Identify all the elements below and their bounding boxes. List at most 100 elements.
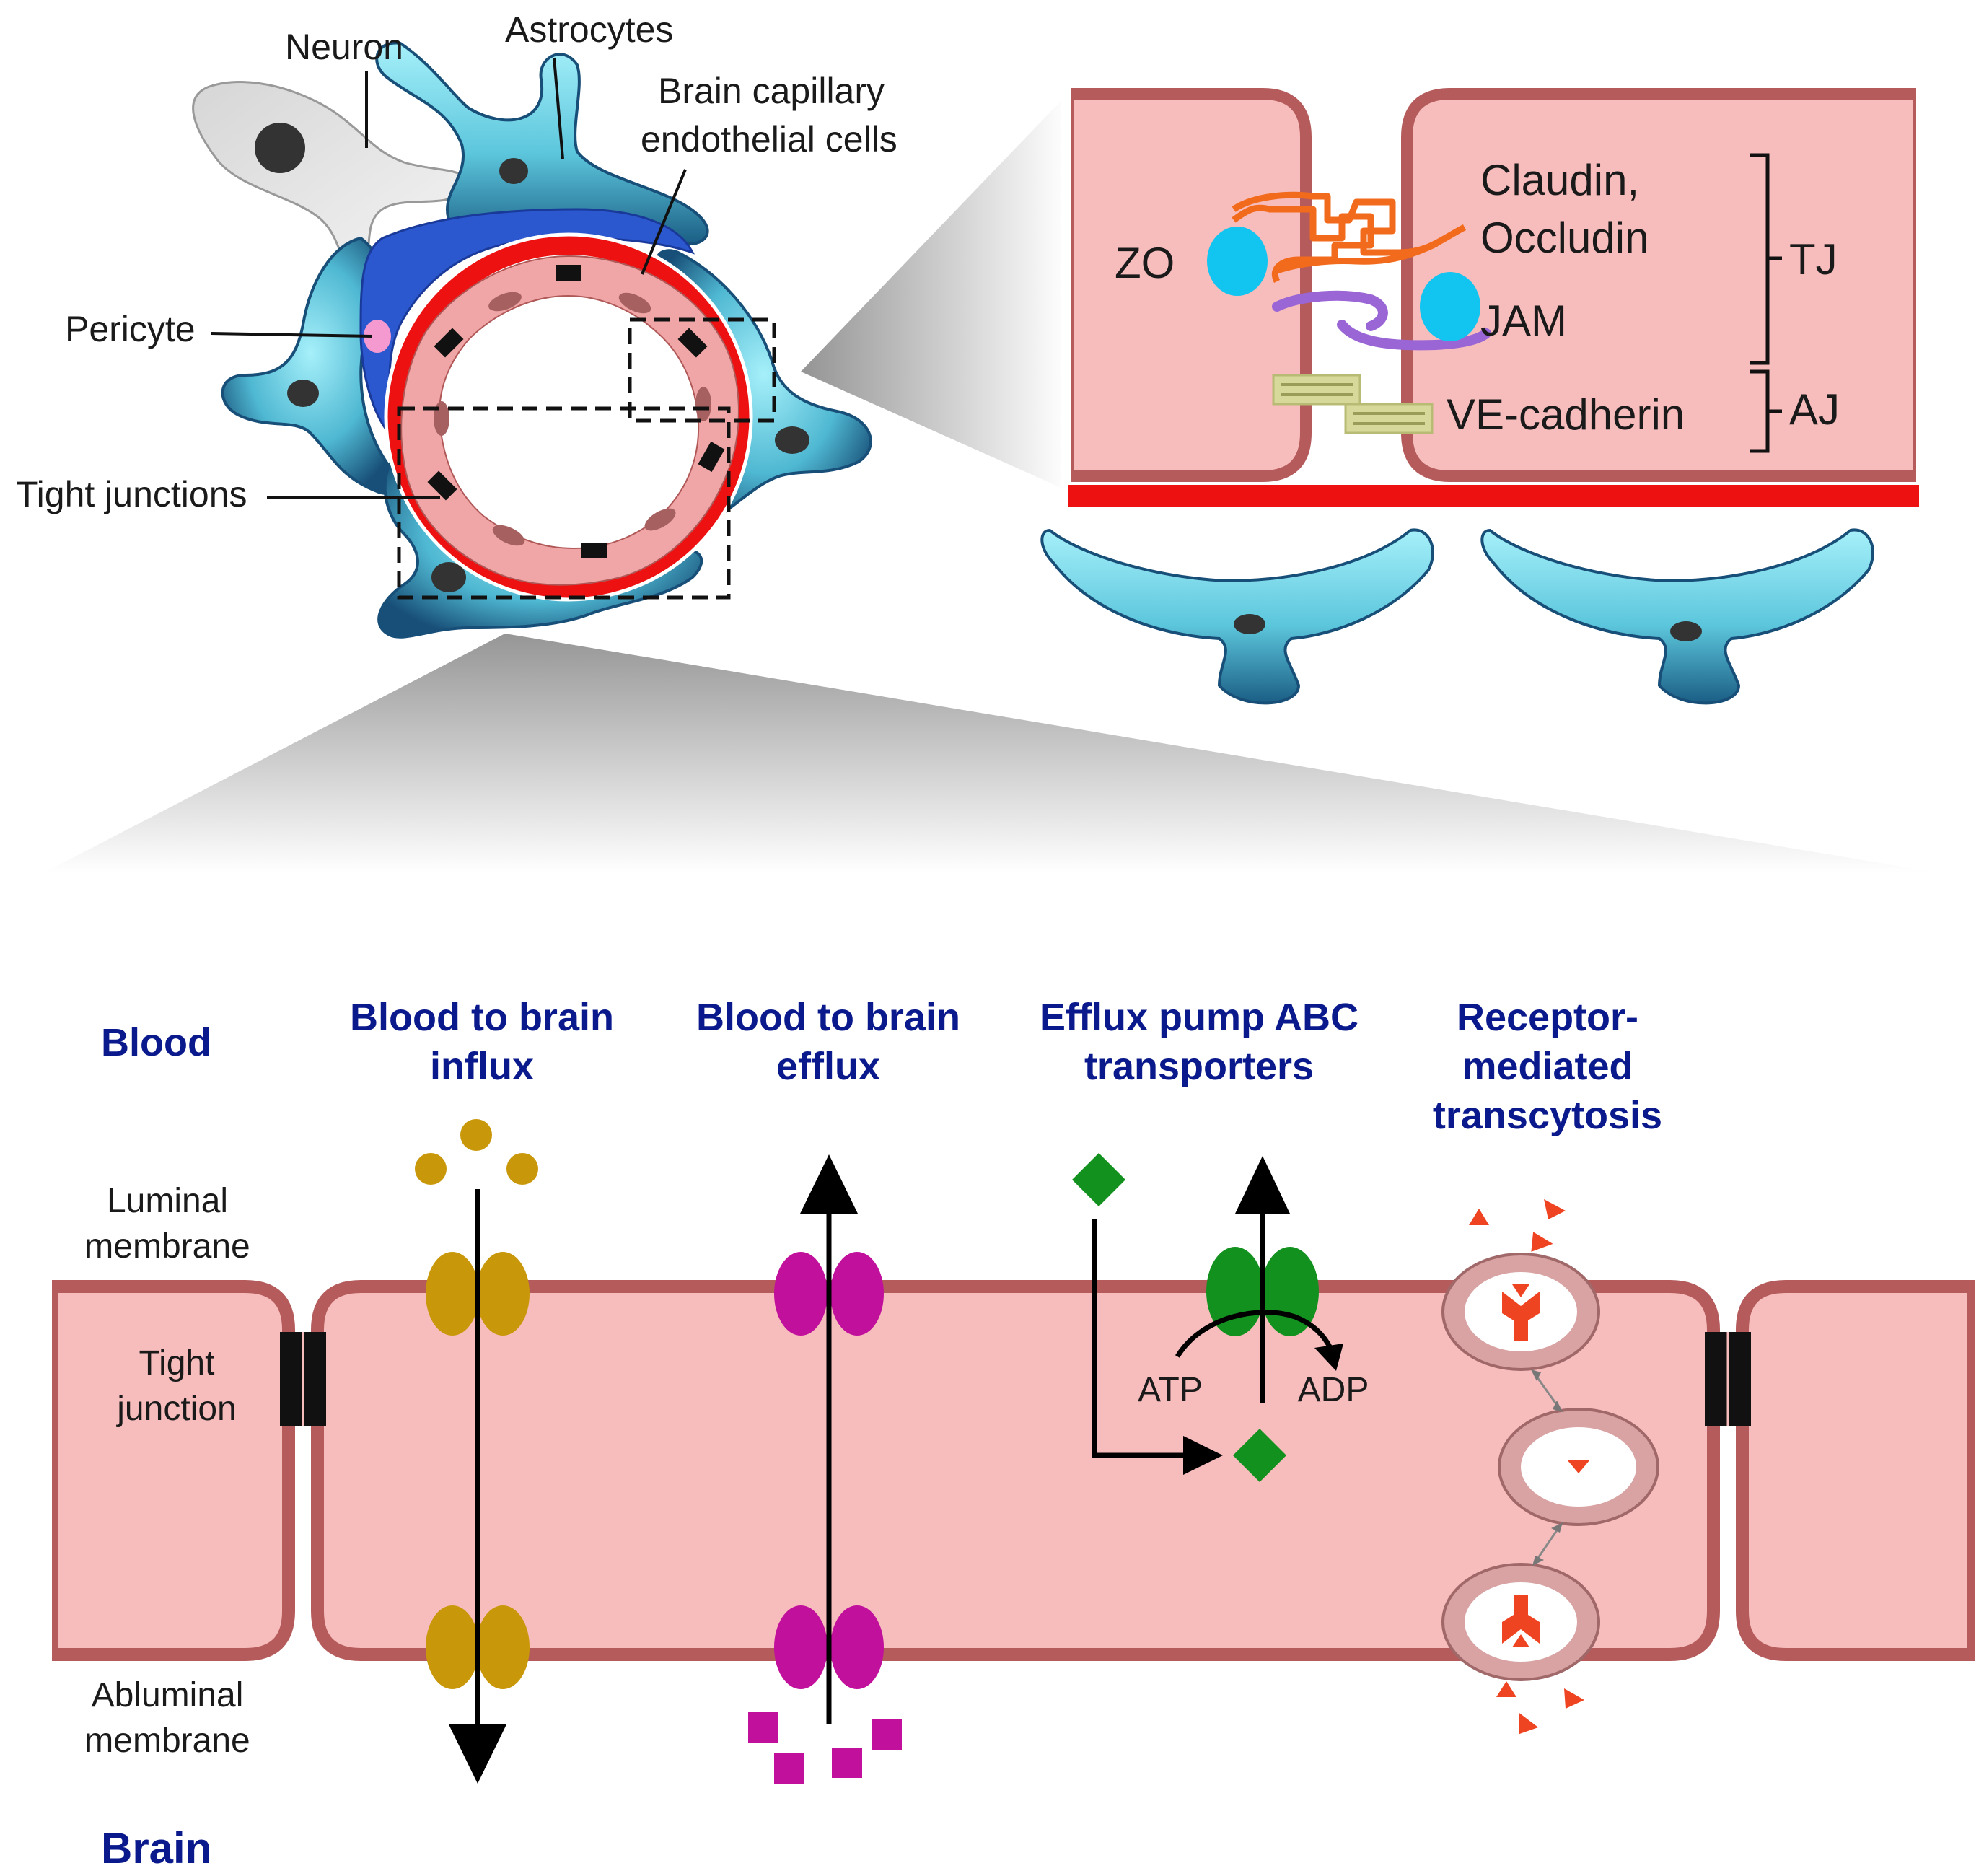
endothelial-cell-right-edge [1736, 1280, 1980, 1661]
zo-protein [1420, 272, 1480, 341]
leader-pericyte [210, 332, 372, 338]
endothelial-nucleus [644, 508, 676, 531]
capillary-cross-section: Neuron Astrocytes Brain capillary endoth… [16, 9, 897, 639]
abc-path-arrowhead [1183, 1436, 1223, 1475]
astrocyte-top [375, 41, 709, 245]
transport-panel: Blood Brain Luminal membrane Tight junct… [43, 996, 1984, 1872]
efflux-transporter [830, 1252, 884, 1336]
jam-strand [1337, 320, 1491, 351]
abc-substrate [1233, 1429, 1286, 1482]
astrocyte-nucleus [1234, 614, 1265, 634]
endothelial-layer [400, 255, 739, 586]
influx-solute [460, 1119, 492, 1151]
rmt-traffic-arrow [1535, 1527, 1560, 1561]
astrocyte-endfoot-left [1040, 528, 1434, 705]
label-tj: TJ [1789, 235, 1838, 284]
label-pericyte: Pericyte [65, 309, 196, 349]
claudin-occludin-strand [1232, 204, 1374, 284]
endothelial-cell-left [1062, 88, 1312, 482]
zoom-cone-bottom [43, 634, 1941, 873]
endothelial-cell-left-edge [45, 1280, 295, 1661]
rmt-receptor [1502, 1292, 1540, 1341]
rmt-traffic-arrow [1534, 1374, 1560, 1408]
influx-transporter [426, 1605, 479, 1689]
rmt-ligand [1469, 1209, 1489, 1225]
heading-efflux-1: Blood to brain [696, 996, 960, 1039]
endothelial-nucleus [618, 292, 651, 314]
endothelial-cell-main [311, 1280, 1720, 1661]
label-ve-cadherin: VE-cadherin [1447, 390, 1685, 439]
label-atp: ATP [1138, 1371, 1203, 1409]
zoom-box-large [397, 406, 731, 600]
label-abluminal-2: membrane [84, 1722, 250, 1760]
abc-substrate-path [1092, 1219, 1189, 1458]
rmt-ligand [1564, 1688, 1584, 1709]
tight-junction-mark [698, 441, 725, 473]
aj-bracket [1750, 369, 1782, 453]
influx-arrowhead [449, 1724, 506, 1784]
claudin-occludin-strand [1273, 240, 1439, 274]
label-blood: Blood [101, 1021, 211, 1064]
efflux-solute [832, 1748, 862, 1778]
pericyte-cell [359, 208, 695, 443]
label-abluminal-1: Abluminal [92, 1676, 244, 1714]
influx-transporter [476, 1605, 530, 1689]
influx-transporter [476, 1252, 530, 1336]
tight-junction-mark [427, 470, 457, 501]
tight-junction-mark [556, 265, 581, 281]
influx-solute [415, 1153, 447, 1185]
label-jam: JAM [1480, 297, 1567, 345]
rmt-ligand [1567, 1460, 1590, 1473]
endothelial-nucleus [492, 525, 525, 546]
leader-endothelial [641, 169, 687, 275]
heading-rmt-2: mediated [1462, 1045, 1633, 1088]
efflux-arrowhead [800, 1154, 858, 1214]
label-zo: ZO [1115, 239, 1175, 287]
astrocyte-nucleus [287, 380, 319, 407]
atp-adp-arrowhead [1314, 1344, 1343, 1371]
ve-cadherin-block [1344, 403, 1434, 434]
jam-strand [1272, 290, 1388, 331]
endothelial-nucleus [488, 292, 522, 312]
atp-adp-arrow [1175, 1310, 1334, 1358]
label-endothelial-2: endothelial cells [641, 119, 897, 159]
label-brain: Brain [101, 1824, 211, 1872]
heading-abc-2: transporters [1084, 1045, 1314, 1088]
basement-membrane [387, 236, 750, 598]
pericyte-nucleus [364, 320, 391, 353]
junction-zoom-panel: ZO Claudin, Occludin JAM VE-cadherin TJ … [1040, 85, 1926, 705]
label-tight-1: Tight [139, 1344, 215, 1382]
endothelial-nucleus [695, 387, 711, 421]
abc-efflux-arrowhead [1235, 1156, 1290, 1214]
rmt-ligand [1496, 1681, 1516, 1697]
influx-transporter [426, 1252, 479, 1336]
endothelium-ring-outline [384, 232, 753, 602]
label-endothelial-1: Brain capillary [658, 71, 885, 111]
tj-bracket [1750, 153, 1782, 365]
leader-astrocytes [553, 57, 564, 159]
heading-influx-2: influx [430, 1045, 534, 1088]
rmt-ligand [1512, 1634, 1529, 1647]
label-claudin: Claudin, [1480, 156, 1639, 204]
label-occludin: Occludin [1480, 214, 1649, 262]
label-neuron: Neuron [285, 27, 403, 67]
endothelial-nucleus [434, 401, 449, 436]
rmt-ligand [1544, 1199, 1566, 1219]
efflux-transporter [830, 1605, 884, 1689]
label-aj: AJ [1789, 385, 1840, 434]
astrocyte-nucleus [499, 158, 528, 184]
label-luminal-1: Luminal [107, 1182, 228, 1220]
zo-protein [1207, 227, 1268, 296]
efflux-transporter [774, 1252, 828, 1336]
label-adp: ADP [1298, 1371, 1369, 1409]
efflux-transporter [774, 1605, 828, 1689]
rmt-ligand [1531, 1232, 1553, 1252]
heading-rmt-1: Receptor- [1457, 996, 1638, 1039]
tight-junction-mark [434, 328, 464, 358]
heading-influx-1: Blood to brain [350, 996, 614, 1039]
zoom-cone-right [801, 94, 1068, 491]
efflux-solute [872, 1719, 902, 1750]
basement-membrane-strip [1068, 485, 1919, 507]
heading-abc-1: Efflux pump ABC [1040, 996, 1358, 1039]
